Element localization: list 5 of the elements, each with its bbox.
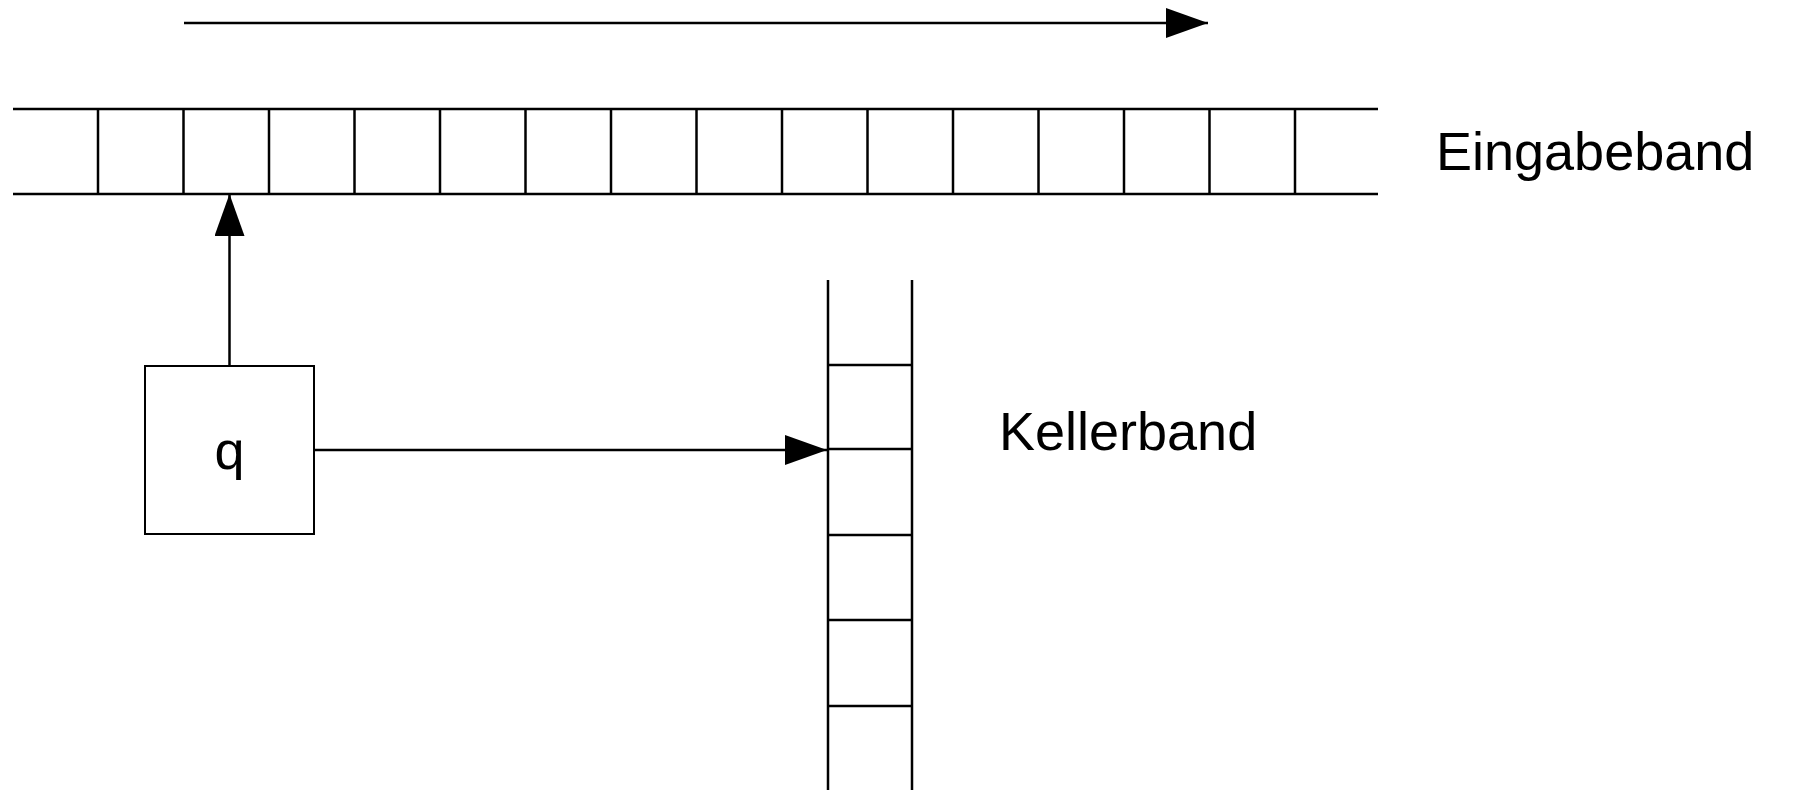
state-box: q <box>144 365 315 535</box>
arrow <box>315 435 827 465</box>
tape-label: Kellerband <box>999 401 1258 461</box>
arrow <box>214 194 245 365</box>
tape-label: Eingabeband <box>1436 121 1755 181</box>
